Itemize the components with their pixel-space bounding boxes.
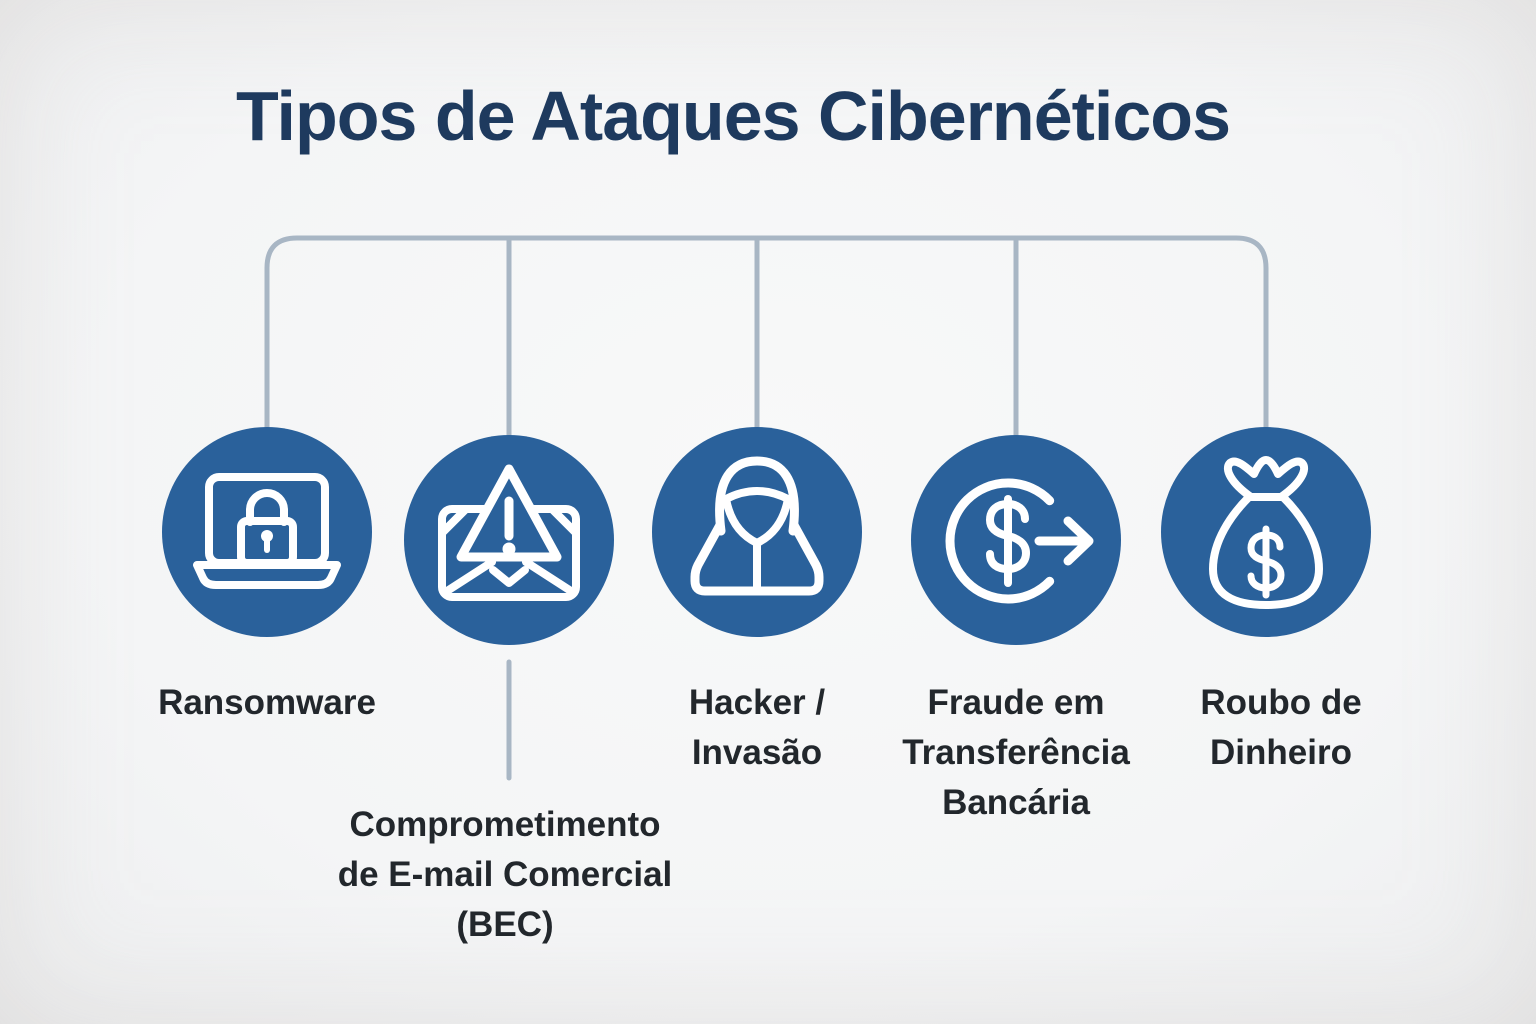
node-label-wire-fraud: Fraude em Transferência Bancária — [902, 683, 1130, 822]
diagram-title: Tipos de Ataques Cibernéticos — [236, 77, 1231, 155]
bracket-line — [264, 235, 1269, 438]
node-label-hacker: Hacker / Invasão — [688, 683, 826, 772]
node-circle-hacker — [652, 427, 862, 637]
hacker-hood-icon — [690, 456, 824, 596]
node-circle-wire-fraud — [911, 435, 1121, 645]
node-label-money-theft: Roubo de Dinheiro — [1200, 683, 1362, 772]
money-transfer-icon — [945, 478, 1094, 604]
node-circle-bec — [404, 435, 614, 645]
laptop-lock-icon — [193, 473, 341, 589]
money-bag-icon — [1209, 456, 1323, 609]
node-circle-money-theft — [1161, 427, 1371, 637]
node-label-bec: Comprometimento de E-mail Comercial (BEC… — [337, 805, 673, 944]
node-circle-ransomware — [162, 427, 372, 637]
email-warning-icon — [438, 464, 580, 601]
node-label-ransomware: Ransomware — [158, 683, 376, 722]
